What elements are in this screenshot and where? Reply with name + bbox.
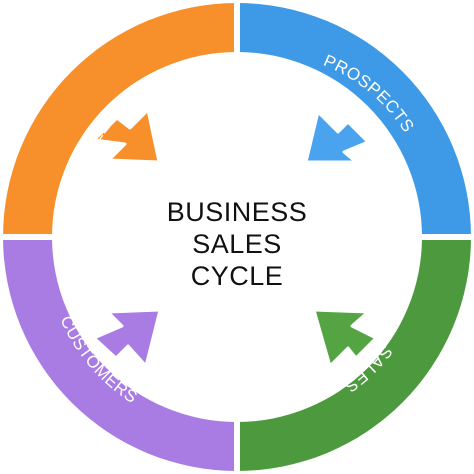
arrow-customers bbox=[92, 308, 162, 368]
center-title-line-2: SALES bbox=[192, 229, 282, 259]
segment-leads bbox=[3, 3, 237, 237]
arrow-sales bbox=[312, 308, 378, 368]
arrow-leads bbox=[92, 108, 161, 164]
gap-left bbox=[0, 234, 58, 240]
center-title-line-3: CYCLE bbox=[190, 261, 284, 291]
arrow-prospects bbox=[304, 110, 370, 164]
gap-right bbox=[416, 234, 474, 240]
segment-sales bbox=[237, 237, 471, 471]
gap-bottom bbox=[234, 416, 240, 474]
center-title-line-1: BUSINESS bbox=[166, 197, 308, 227]
gap-top bbox=[234, 0, 240, 58]
center-title: BUSINESS SALES CYCLE bbox=[117, 196, 357, 292]
segment-customers bbox=[3, 237, 237, 471]
segment-prospects bbox=[237, 3, 471, 237]
